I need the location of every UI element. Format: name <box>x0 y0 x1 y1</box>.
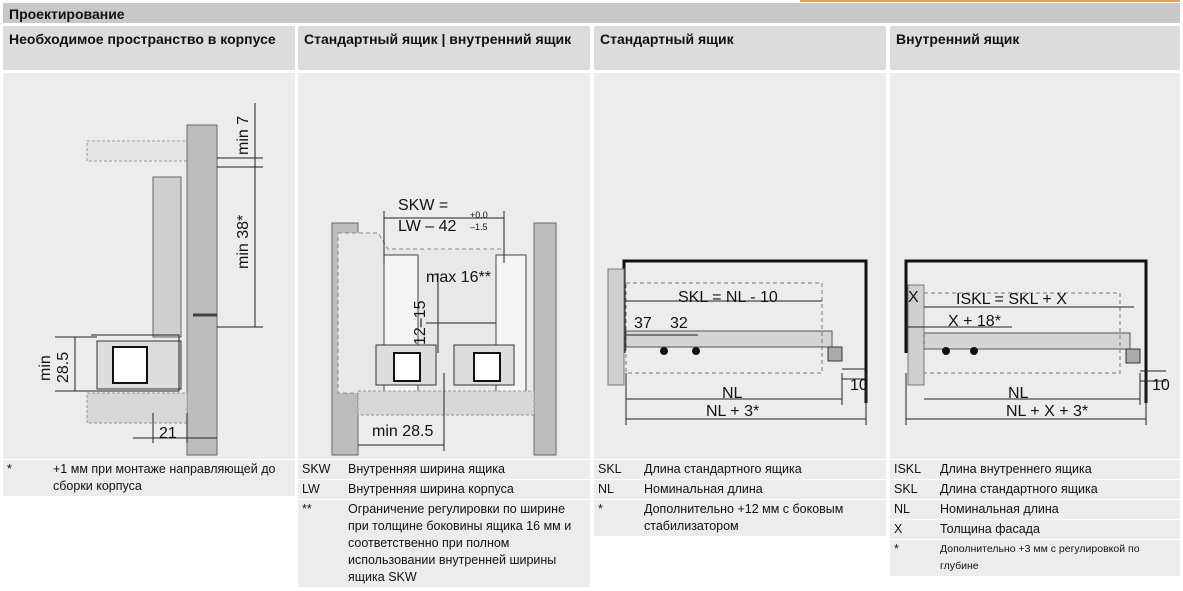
note-text: Номинальная длина <box>644 482 763 496</box>
label-nl: NL <box>722 385 743 402</box>
label-min38: min 38* <box>235 214 252 269</box>
note-row: X Толщина фасада <box>890 520 1180 540</box>
note-key: LW <box>302 482 320 496</box>
label-tol-minus: –1.5 <box>470 222 488 232</box>
label-37: 37 <box>634 315 652 332</box>
note-key: ** <box>302 502 312 516</box>
notes-list: SKW Внутренняя ширина ящика LW Внутренняя … <box>298 460 590 588</box>
column-heading: Необходимое пространство в корпусе <box>9 31 276 47</box>
note-key: NL <box>894 502 910 516</box>
column-standard-drawer: Стандартный ящик SKL = NL - 10 37 32 NL … <box>594 26 886 586</box>
label-tol-plus: +0.0 <box>470 210 488 220</box>
label-skl: SKL = NL - 10 <box>678 289 778 306</box>
label-skw: SKW = <box>398 197 449 214</box>
note-row: LW Внутренняя ширина корпуса <box>298 480 590 500</box>
notes-list: SKL Длина стандартного ящика NL Номинальна… <box>594 460 886 537</box>
label-28-5: 28.5 <box>55 351 72 383</box>
column-heading: Внутренний ящик <box>896 31 1020 47</box>
note-text: Длина стандартного ящика <box>940 482 1098 496</box>
label-max16: max 16** <box>426 269 491 286</box>
diagram-width: SKW = LW – 42 +0.0 –1.5 max 16** 12–15 m… <box>298 73 590 459</box>
label-lw-42: LW – 42 <box>398 218 457 235</box>
note-key: SKL <box>894 482 918 496</box>
diagram-standard-length: SKL = NL - 10 37 32 NL NL + 3* 10 <box>594 73 886 459</box>
cabinet-section-drawing <box>55 103 263 456</box>
note-key: * <box>598 502 603 516</box>
note-text: Длина внутреннего ящика <box>940 462 1092 476</box>
label-nl-3: NL + 3* <box>706 403 760 420</box>
note-text: Внутренняя ширина корпуса <box>348 482 514 496</box>
note-row: ISKL Длина внутреннего ящика <box>890 460 1180 480</box>
note-text: Толщина фасада <box>940 522 1040 536</box>
note-row: ** Ограничение регулировки по ширине при … <box>298 500 590 588</box>
label-nl-x-3: NL + X + 3* <box>1006 403 1089 420</box>
note-text: Внутренняя ширина ящика <box>348 462 505 476</box>
note-key: NL <box>598 482 614 496</box>
note-text: Дополнительно +12 мм с боковым стабилиза… <box>644 502 844 533</box>
notes-list: ISKL Длина внутреннего ящика SKL Длина ста… <box>890 460 1180 577</box>
note-key: ISKL <box>894 462 922 476</box>
label-min: min <box>37 355 54 381</box>
column-inner-drawer: Внутренний ящик X ISKL = SKL + X X + 18*… <box>890 26 1180 586</box>
section-title-bar: Проектирование <box>3 3 1180 23</box>
label-32: 32 <box>670 315 688 332</box>
label-10: 10 <box>1152 377 1170 394</box>
label-nl: NL <box>1008 385 1029 402</box>
column-heading: Стандартный ящик | внутренний ящик <box>304 31 572 47</box>
diagram-required-space: min 7 min 38* min 28.5 21 <box>3 73 295 459</box>
note-text: +1 мм при монтаже направляющей до сборки… <box>53 462 276 493</box>
note-key: * <box>894 542 899 556</box>
notes-list: * +1 мм при монтаже направляющей до сборк… <box>3 460 295 497</box>
note-text: Дополнительно +3 мм с регулировкой по гл… <box>940 543 1140 572</box>
note-key: SKW <box>302 462 331 476</box>
note-row: * Дополнительно +12 мм с боковым стабилиз… <box>594 500 886 537</box>
note-text: Номинальная длина <box>940 502 1059 516</box>
label-x: X <box>908 289 919 306</box>
note-row: SKL Длина стандартного ящика <box>890 480 1180 500</box>
column-heading-box: Необходимое пространство в корпусе <box>3 26 295 70</box>
note-row: NL Номинальная длина <box>890 500 1180 520</box>
inner-drawer-length-drawing <box>904 259 1166 425</box>
label-iskl: ISKL = SKL + X <box>956 291 1067 308</box>
label-min28-5: min 28.5 <box>372 423 434 440</box>
drawer-length-drawing <box>607 259 868 425</box>
accent-line <box>800 0 1180 2</box>
column-heading-box: Внутренний ящик <box>890 26 1180 70</box>
column-heading: Стандартный ящик <box>600 31 734 47</box>
label-12-15: 12–15 <box>412 300 429 346</box>
note-row: * +1 мм при монтаже направляющей до сборк… <box>3 460 295 497</box>
note-text: Длина стандартного ящика <box>644 462 802 476</box>
drawer-width-drawing <box>331 211 557 456</box>
label-min7: min 7 <box>235 115 252 155</box>
note-key: * <box>7 462 12 476</box>
label-10: 10 <box>850 377 868 394</box>
note-row: * Дополнительно +3 мм с регулировкой по г… <box>890 540 1180 577</box>
note-row: NL Номинальная длина <box>594 480 886 500</box>
column-heading-box: Стандартный ящик <box>594 26 886 70</box>
column-heading-box: Стандартный ящик | внутренний ящик <box>298 26 590 70</box>
section-title: Проектирование <box>9 6 125 22</box>
note-text: Ограничение регулировки по ширине при то… <box>348 502 572 584</box>
label-x-18: X + 18* <box>948 313 1001 330</box>
note-row: SKL Длина стандартного ящика <box>594 460 886 480</box>
diagram-inner-length: X ISKL = SKL + X X + 18* NL NL + X + 3* … <box>890 73 1180 459</box>
column-standard-inner: Стандартный ящик | внутренний ящик SKW =… <box>298 26 590 588</box>
note-row: SKW Внутренняя ширина ящика <box>298 460 590 480</box>
column-required-space: Необходимое пространство в корпусе min 7… <box>3 26 295 586</box>
label-21: 21 <box>159 425 177 442</box>
note-key: X <box>894 522 903 536</box>
note-key: SKL <box>598 462 622 476</box>
